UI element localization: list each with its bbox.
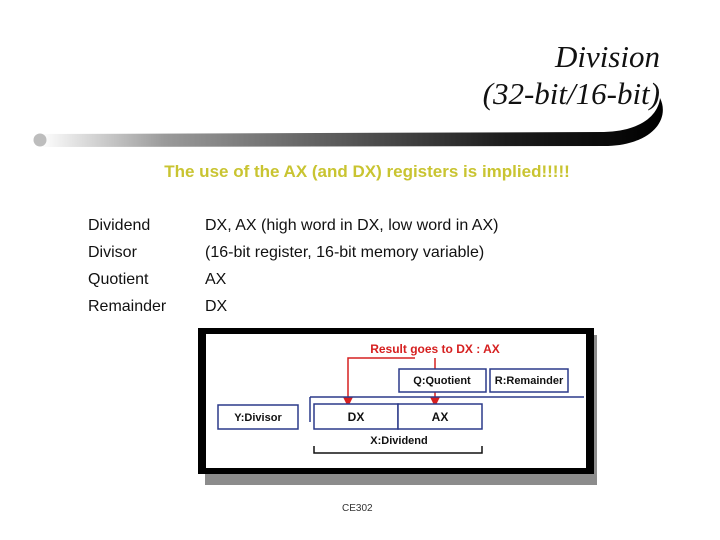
definition-row: Divisor (16-bit register, 16-bit memory …: [88, 239, 498, 266]
divisor-label: Y:Divisor: [234, 412, 282, 424]
definition-value: (16-bit register, 16-bit memory variable…: [205, 244, 485, 261]
definition-term: Divisor: [88, 244, 137, 261]
title-line-1: Division: [554, 39, 660, 74]
definition-term: Quotient: [88, 271, 149, 288]
diagram-canvas: [206, 334, 586, 468]
definition-value: DX, AX (high word in DX, low word in AX): [205, 217, 499, 234]
quotient-label: Q:Quotient: [413, 375, 471, 387]
definition-value: DX: [205, 298, 228, 315]
result-label: Result goes to DX : AX: [370, 342, 500, 356]
decorative-swoosh: [33, 98, 663, 147]
definition-term: Remainder: [88, 298, 167, 315]
quotient-box: [398, 368, 487, 393]
subtitle: The use of the AX (and DX) registers is …: [164, 162, 570, 181]
ax-box: [397, 403, 483, 430]
dividend-label: X:Dividend: [370, 435, 427, 447]
definition-row: Dividend DX, AX (high word in DX, low wo…: [88, 212, 498, 239]
dx-label: DX: [348, 410, 365, 424]
divisor-box: [217, 404, 299, 430]
dx-box: [313, 403, 399, 430]
footer-course-code: CE302: [342, 503, 373, 514]
title-line-2: (32-bit/16-bit): [482, 76, 660, 111]
slide-title: Division (32-bit/16-bit): [483, 38, 660, 112]
definition-row: Remainder DX: [88, 293, 498, 320]
dividend-bracket: [313, 446, 483, 454]
definition-row: Quotient AX: [88, 266, 498, 293]
division-diagram: Result goes to DX : AX Q:Quotient R:Rema…: [198, 328, 597, 485]
ax-label: AX: [432, 410, 449, 424]
remainder-label: R:Remainder: [495, 375, 564, 387]
arrow-to-dx: [342, 357, 415, 408]
definition-value: AX: [205, 271, 227, 288]
definition-list: Dividend DX, AX (high word in DX, low wo…: [88, 212, 498, 320]
remainder-box: [489, 368, 569, 393]
definition-term: Dividend: [88, 217, 151, 234]
